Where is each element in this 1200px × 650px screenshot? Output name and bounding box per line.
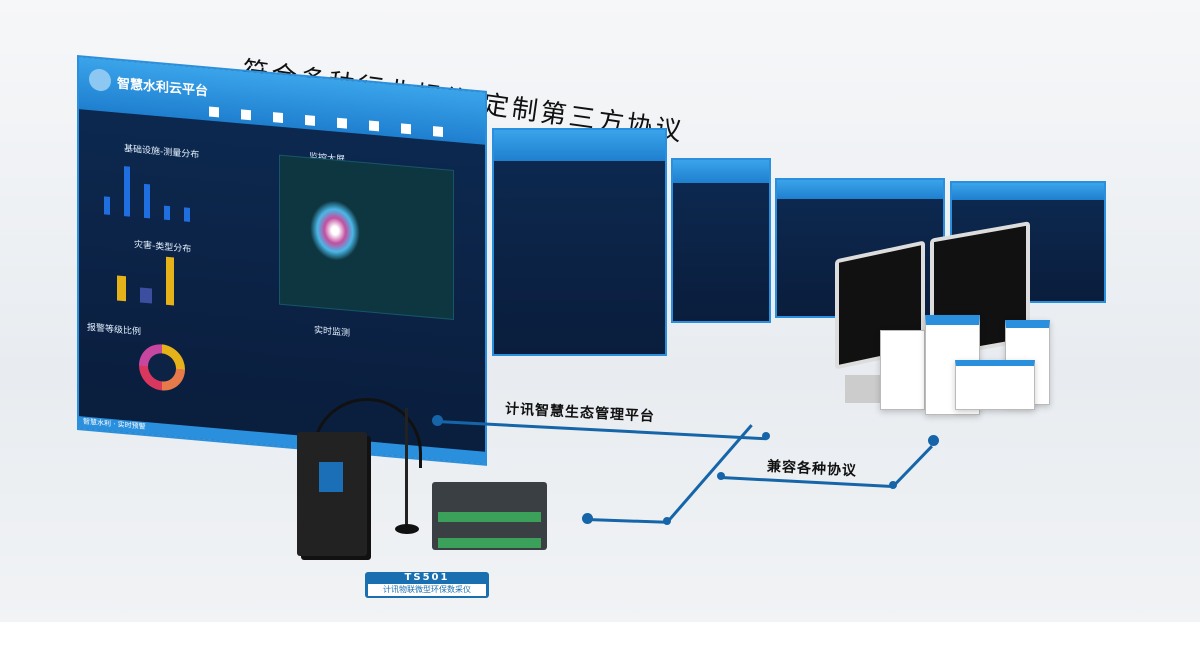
nav-icon[interactable]: [209, 106, 219, 118]
header: [673, 160, 769, 183]
map-tablet: [880, 330, 925, 410]
node-dot: [663, 517, 671, 525]
bar-chart: [117, 250, 174, 306]
nav-icon[interactable]: [305, 114, 315, 126]
nav-icon[interactable]: [273, 112, 283, 124]
panel-title: 基础设施-测量分布: [124, 144, 200, 161]
laptop: [955, 360, 1035, 410]
device-tag: TS501 计讯物联微型环保数采仪: [365, 572, 489, 598]
nav-icon[interactable]: [337, 117, 347, 129]
ts501-device: [297, 432, 367, 556]
device-label: [319, 462, 343, 492]
header: [777, 180, 943, 200]
dashboard-screen-3: [671, 158, 771, 323]
map-view[interactable]: [279, 154, 454, 320]
antenna: [395, 408, 419, 534]
panel-title: 实时监测: [314, 325, 351, 339]
nav-icon[interactable]: [241, 109, 251, 121]
nav-icon[interactable]: [369, 120, 379, 132]
panel-title: 报警等级比例: [87, 322, 142, 338]
node-dot: [928, 435, 939, 446]
water-drop-icon: [89, 68, 111, 92]
node-dot: [762, 432, 770, 440]
dashboard-main-screen: 智慧水利云平台 监控大屏 基础设施-测量分布 灾害-类型分布 报警等级比例 实时…: [77, 55, 487, 466]
device-model: TS501: [404, 572, 450, 583]
io-module: [432, 482, 547, 550]
nav-icon[interactable]: [401, 123, 411, 135]
header: [952, 183, 1104, 200]
bar-chart: [104, 159, 190, 222]
nav-icon[interactable]: [433, 126, 443, 138]
node-dot: [717, 472, 725, 480]
dashboard-screen-2: [492, 128, 667, 356]
node-dot: [889, 481, 897, 489]
node-dot: [432, 415, 443, 426]
node-dot: [582, 513, 593, 524]
header: [494, 130, 665, 162]
device-name: 计讯物联微型环保数采仪: [368, 584, 486, 596]
donut-chart: [139, 342, 185, 393]
